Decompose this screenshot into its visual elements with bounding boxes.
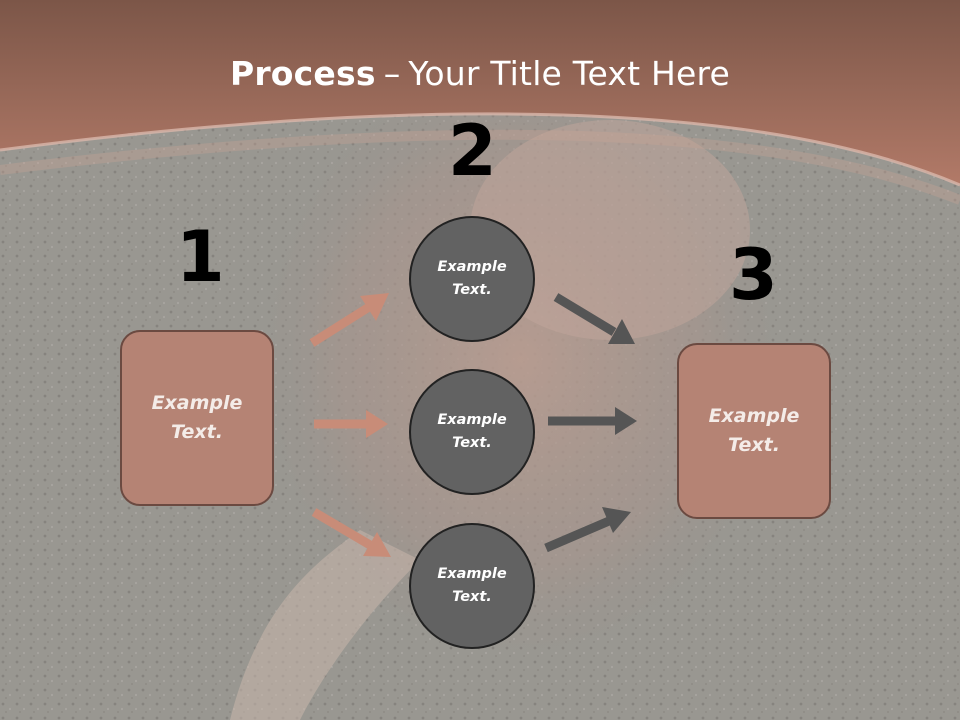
step-number-2: 2 [448,110,497,192]
arrow-bottom-to-right [544,507,631,553]
circle-middle-line2: Text. [452,435,492,451]
arrow-left-to-middle [314,410,388,438]
arrow-middle-to-right [548,407,637,435]
circle-top-line1: Example [437,259,507,275]
step-number-3: 3 [729,234,778,316]
circle-middle-line1: Example [437,412,507,428]
left-box-line1: Example [151,392,243,414]
arrow-left-to-top [309,293,389,347]
right-box-line2: Text. [728,434,780,456]
arrow-left-to-bottom [311,508,391,557]
right-process-box: Example Text. [677,343,831,519]
left-box-line2: Text. [171,421,223,443]
circle-bottom-line2: Text. [452,589,492,605]
step-number-1: 1 [176,216,225,298]
circle-top-line2: Text. [452,282,492,298]
circle-bottom: Example Text. [409,523,535,649]
circle-top: Example Text. [409,216,535,342]
title-text: Your Title Text Here [408,54,731,93]
left-process-box: Example Text. [120,330,274,506]
circle-bottom-line1: Example [437,566,507,582]
arrow-top-to-right [553,293,635,344]
title-bold: Process [229,54,376,93]
circle-middle: Example Text. [409,369,535,495]
title-separator: – [383,54,401,93]
slide-title: Process–Your Title Text Here [0,54,960,93]
right-box-line1: Example [708,405,800,427]
